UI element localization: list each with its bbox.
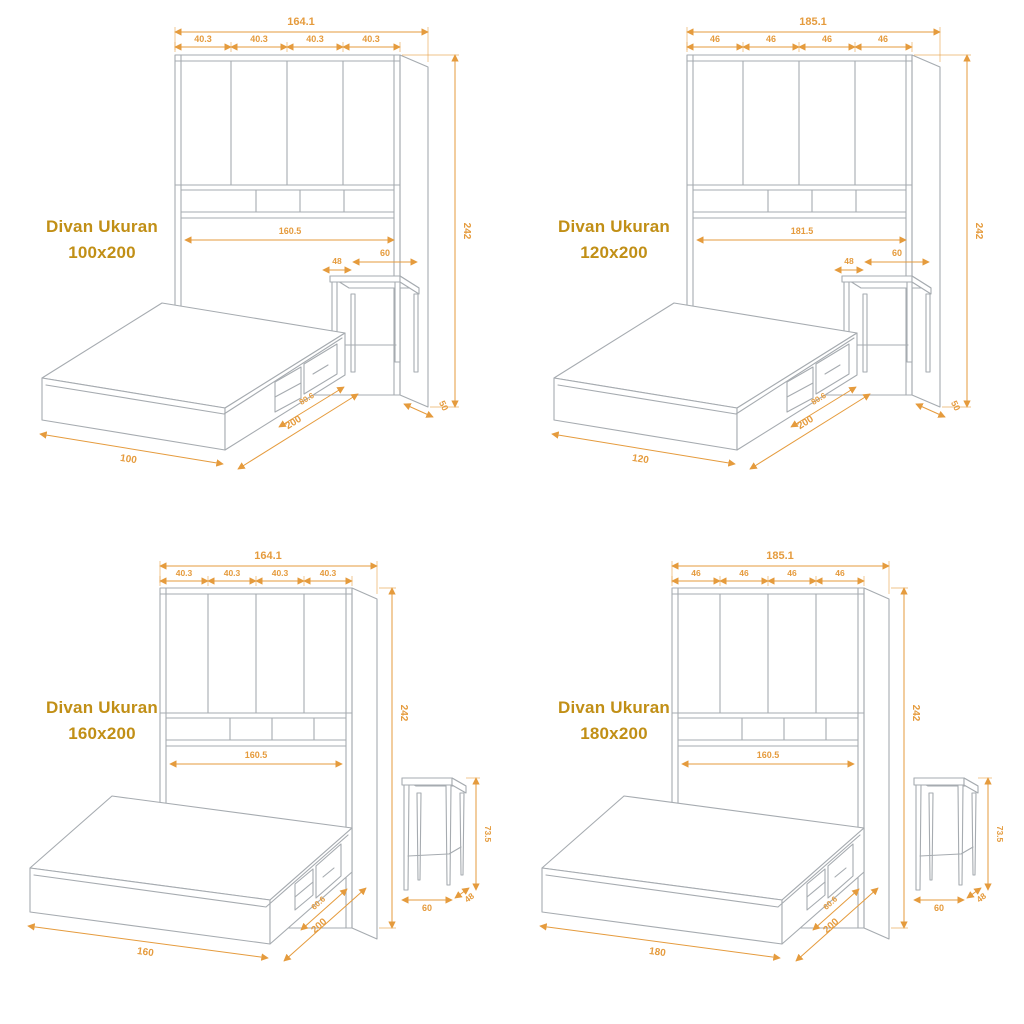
- panel-size-label: 100x200: [68, 243, 136, 262]
- dim-desk-depth: 48: [332, 256, 342, 266]
- panel-title: Divan Ukuran 180x200: [532, 695, 696, 747]
- dim-bed-width: 160: [136, 946, 154, 959]
- panel-size-label: 120x200: [580, 243, 648, 262]
- panel-title-line1: Divan Ukuran: [46, 698, 158, 717]
- divan-bed: [541, 795, 865, 945]
- dim-total-width: 164.1: [287, 16, 315, 28]
- dim-seg-2: 40.3: [250, 34, 268, 44]
- dim-seg-4: 40.3: [362, 34, 380, 44]
- dim-stool-width: 60: [934, 903, 944, 913]
- desk: [329, 275, 420, 373]
- dimensions: 185.1 46 46 46 46 242 181.5: [551, 16, 984, 470]
- dim-height: 242: [398, 705, 409, 722]
- dim-stool-width: 60: [422, 903, 432, 913]
- dim-bed-width: 120: [631, 453, 650, 467]
- dim-total-width: 185.1: [766, 550, 794, 562]
- panel-title: Divan Ukuran 160x200: [20, 695, 184, 747]
- divan-bed: [41, 302, 346, 451]
- divan-bed: [29, 795, 353, 945]
- drawing-100x200: 164.1 40.3 40.3 40.3 40.3 242 16: [39, 16, 472, 470]
- drawing-160x200: 164.1 40.3 40.3 40.3 40.3 242 16: [27, 550, 493, 962]
- dim-shelf-width: 181.5: [791, 226, 814, 236]
- dim-stool-height: 73.5: [483, 826, 493, 843]
- dim-height: 242: [973, 223, 984, 240]
- panel-title-line1: Divan Ukuran: [558, 217, 670, 236]
- drawing-180x200: 185.1 46 46 46 46 242 160.5: [539, 550, 1005, 962]
- panel-100x200: Divan Ukuran 100x200: [0, 0, 512, 538]
- dim-seg-3: 46: [787, 568, 797, 578]
- dim-side-depth: 50: [949, 399, 962, 412]
- panel-title: Divan Ukuran 100x200: [20, 214, 184, 266]
- dim-desk-width: 60: [380, 248, 390, 258]
- panel-160x200: Divan Ukuran 160x200: [0, 538, 512, 1024]
- dim-shelf-width: 160.5: [279, 226, 302, 236]
- dim-seg-4: 46: [835, 568, 845, 578]
- panel-size-label: 160x200: [68, 724, 136, 743]
- dim-seg-4: 46: [878, 34, 888, 44]
- dim-bed-width: 180: [648, 946, 666, 959]
- panel-title-line1: Divan Ukuran: [46, 217, 158, 236]
- dim-seg-1: 40.3: [194, 34, 212, 44]
- desk: [841, 275, 932, 373]
- dim-seg-2: 46: [739, 568, 749, 578]
- dim-desk-width: 60: [892, 248, 902, 258]
- panel-title-line1: Divan Ukuran: [558, 698, 670, 717]
- dim-height: 242: [461, 223, 472, 240]
- panel-title: Divan Ukuran 120x200: [532, 214, 696, 266]
- dim-seg-2: 46: [766, 34, 776, 44]
- dim-seg-1: 46: [691, 568, 701, 578]
- dim-shelf-width: 160.5: [245, 750, 268, 760]
- dim-stool-depth: 48: [974, 891, 988, 905]
- stool: [401, 777, 467, 891]
- panel-size-label: 180x200: [580, 724, 648, 743]
- dim-shelf-width: 160.5: [757, 750, 780, 760]
- dim-seg-3: 46: [822, 34, 832, 44]
- dim-seg-3: 40.3: [306, 34, 324, 44]
- divan-bed: [553, 302, 858, 451]
- dim-height: 242: [910, 705, 921, 722]
- panel-120x200: Divan Ukuran 120x200: [512, 0, 1024, 538]
- dim-stool-height: 73.5: [995, 826, 1005, 843]
- dim-desk-depth: 48: [844, 256, 854, 266]
- dim-seg-2: 40.3: [224, 568, 241, 578]
- dim-total-width: 185.1: [799, 16, 827, 28]
- dim-bed-width: 100: [119, 453, 138, 467]
- dim-seg-1: 40.3: [176, 568, 193, 578]
- dim-total-width: 164.1: [254, 550, 282, 562]
- dim-side-depth: 50: [437, 399, 450, 412]
- dim-stool-depth: 48: [462, 891, 476, 905]
- dim-seg-1: 46: [710, 34, 720, 44]
- dim-seg-3: 40.3: [272, 568, 289, 578]
- dim-seg-4: 40.3: [320, 568, 337, 578]
- panel-180x200: Divan Ukuran 180x200: [512, 538, 1024, 1024]
- dimensions: 185.1 46 46 46 46 242 160.5: [539, 550, 1005, 962]
- drawing-120x200: 185.1 46 46 46 46 242 181.5: [551, 16, 984, 470]
- stool: [913, 777, 979, 891]
